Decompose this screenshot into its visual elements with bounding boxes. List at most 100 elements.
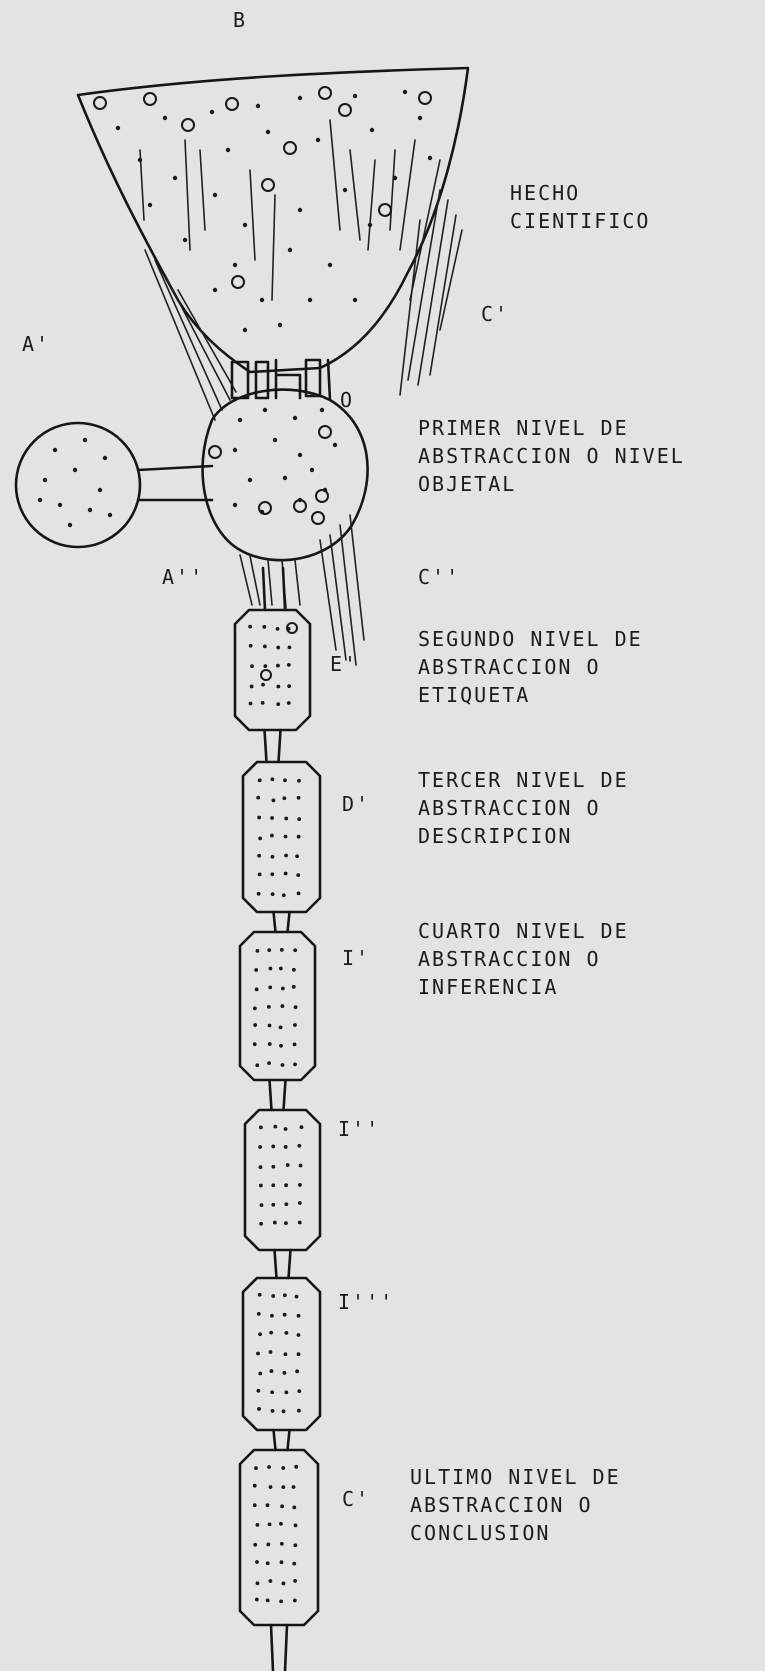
stipple-dot xyxy=(287,701,291,705)
stipple-dot xyxy=(276,646,280,650)
funnel-streaks xyxy=(140,120,440,300)
stipple-dot xyxy=(266,1598,270,1602)
stipple-dot xyxy=(286,1163,290,1167)
stipple-dot xyxy=(281,1063,285,1067)
desc-hecho-cientifico: HECHO CIENTIFICO xyxy=(510,179,650,235)
stipple-dot xyxy=(173,176,177,180)
stipple-dot xyxy=(284,1221,288,1225)
stipple-dot xyxy=(299,1164,303,1168)
stipple-dot xyxy=(260,298,264,302)
label-I-prime: I' xyxy=(342,944,370,972)
stipple-dot xyxy=(213,193,217,197)
stipple-dot xyxy=(283,476,287,480)
stipple-dot xyxy=(250,664,254,668)
stipple-dot xyxy=(266,1543,270,1547)
stipple-dot xyxy=(269,1485,273,1489)
capsule-connector xyxy=(270,1080,286,1110)
stipple-dot xyxy=(271,1145,275,1149)
stipple-dot xyxy=(284,1331,288,1335)
stipple-dot xyxy=(253,1006,257,1010)
stipple-dot xyxy=(428,156,432,160)
stipple-dot xyxy=(88,508,92,512)
stipple-dot xyxy=(295,854,299,858)
stipple-dot xyxy=(103,456,107,460)
stipple-dot xyxy=(256,104,260,108)
stipple-dot xyxy=(276,702,280,706)
stipple-dot xyxy=(320,408,324,412)
ring-mark xyxy=(232,276,244,288)
stipple-dot xyxy=(263,408,267,412)
stipple-dot xyxy=(267,1061,271,1065)
stipple-dot xyxy=(258,872,262,876)
desc-ultimo-nivel: ULTIMO NIVEL DE ABSTRACCION O CONCLUSION xyxy=(410,1463,621,1547)
ring-mark xyxy=(262,179,274,191)
desc-cuarto-nivel: CUARTO NIVEL DE ABSTRACCION O INFERENCIA xyxy=(418,917,629,1001)
stipple-dot xyxy=(297,817,301,821)
stipple-dot xyxy=(269,1331,273,1335)
stipple-dot xyxy=(293,1023,297,1027)
label-I-double-prime: I'' xyxy=(338,1115,380,1143)
stipple-dot xyxy=(271,1165,275,1169)
stipple-dot xyxy=(269,967,273,971)
stipple-dot xyxy=(253,1543,257,1547)
ring-mark xyxy=(209,446,221,458)
stipple-dot xyxy=(261,683,265,687)
scientific-fact-funnel xyxy=(78,68,468,372)
stipple-dot xyxy=(287,684,291,688)
label-C-prime-top: C' xyxy=(481,300,509,328)
stipple-dot xyxy=(293,1543,297,1547)
stipple-dot xyxy=(370,128,374,132)
desc-tercer-nivel: TERCER NIVEL DE ABSTRACCION O DESCRIPCIO… xyxy=(418,766,629,850)
stipple-dot xyxy=(270,1390,274,1394)
stipple-dot xyxy=(295,1369,299,1373)
stipple-dot xyxy=(293,948,297,952)
stipple-dot xyxy=(260,1203,264,1207)
abstraction-capsule xyxy=(240,932,315,1080)
stipple-dot xyxy=(267,1465,271,1469)
stipple-dot xyxy=(253,1023,257,1027)
stipple-dot xyxy=(183,238,187,242)
object-circle xyxy=(203,390,368,561)
stipple-dot xyxy=(281,987,285,991)
stipple-dot xyxy=(297,1389,301,1393)
stipple-dot xyxy=(284,1183,288,1187)
abstraction-capsule xyxy=(243,762,320,912)
stipple-dot xyxy=(271,855,275,859)
stipple-dot xyxy=(258,1293,262,1297)
stipple-dot xyxy=(233,448,237,452)
stipple-dot xyxy=(292,985,296,989)
ring-mark xyxy=(319,87,331,99)
label-I-triple-prime: I''' xyxy=(338,1288,394,1316)
stipple-dot xyxy=(284,854,288,858)
label-E-prime: E' xyxy=(330,650,358,678)
stipple-dot xyxy=(259,1184,263,1188)
stipple-dot xyxy=(297,1144,301,1148)
stipple-dot xyxy=(270,816,274,820)
stipple-dot xyxy=(279,967,283,971)
stipple-dot xyxy=(278,323,282,327)
stipple-dot xyxy=(418,116,422,120)
stipple-dot xyxy=(249,702,253,706)
abstraction-capsule xyxy=(245,1110,320,1250)
capsule-connector xyxy=(265,730,281,762)
stipple-dot xyxy=(273,438,277,442)
stipple-dot xyxy=(68,523,72,527)
stipple-dot xyxy=(256,1352,260,1356)
stipple-dot xyxy=(253,1484,257,1488)
stipple-dot xyxy=(292,968,296,972)
stipple-dot xyxy=(250,685,254,689)
stipple-dot xyxy=(257,892,261,896)
stipple-dot xyxy=(261,701,265,705)
stipple-dot xyxy=(292,1505,296,1509)
stipple-dot xyxy=(233,263,237,267)
stipple-dot xyxy=(148,203,152,207)
stipple-dot xyxy=(271,1409,275,1413)
stipple-dot xyxy=(283,778,287,782)
stipple-dot xyxy=(284,1145,288,1149)
stipple-dot xyxy=(403,90,407,94)
stipple-dot xyxy=(284,835,288,839)
stipple-dot xyxy=(284,1391,288,1395)
ring-mark xyxy=(144,93,156,105)
stipple-dot xyxy=(280,948,284,952)
